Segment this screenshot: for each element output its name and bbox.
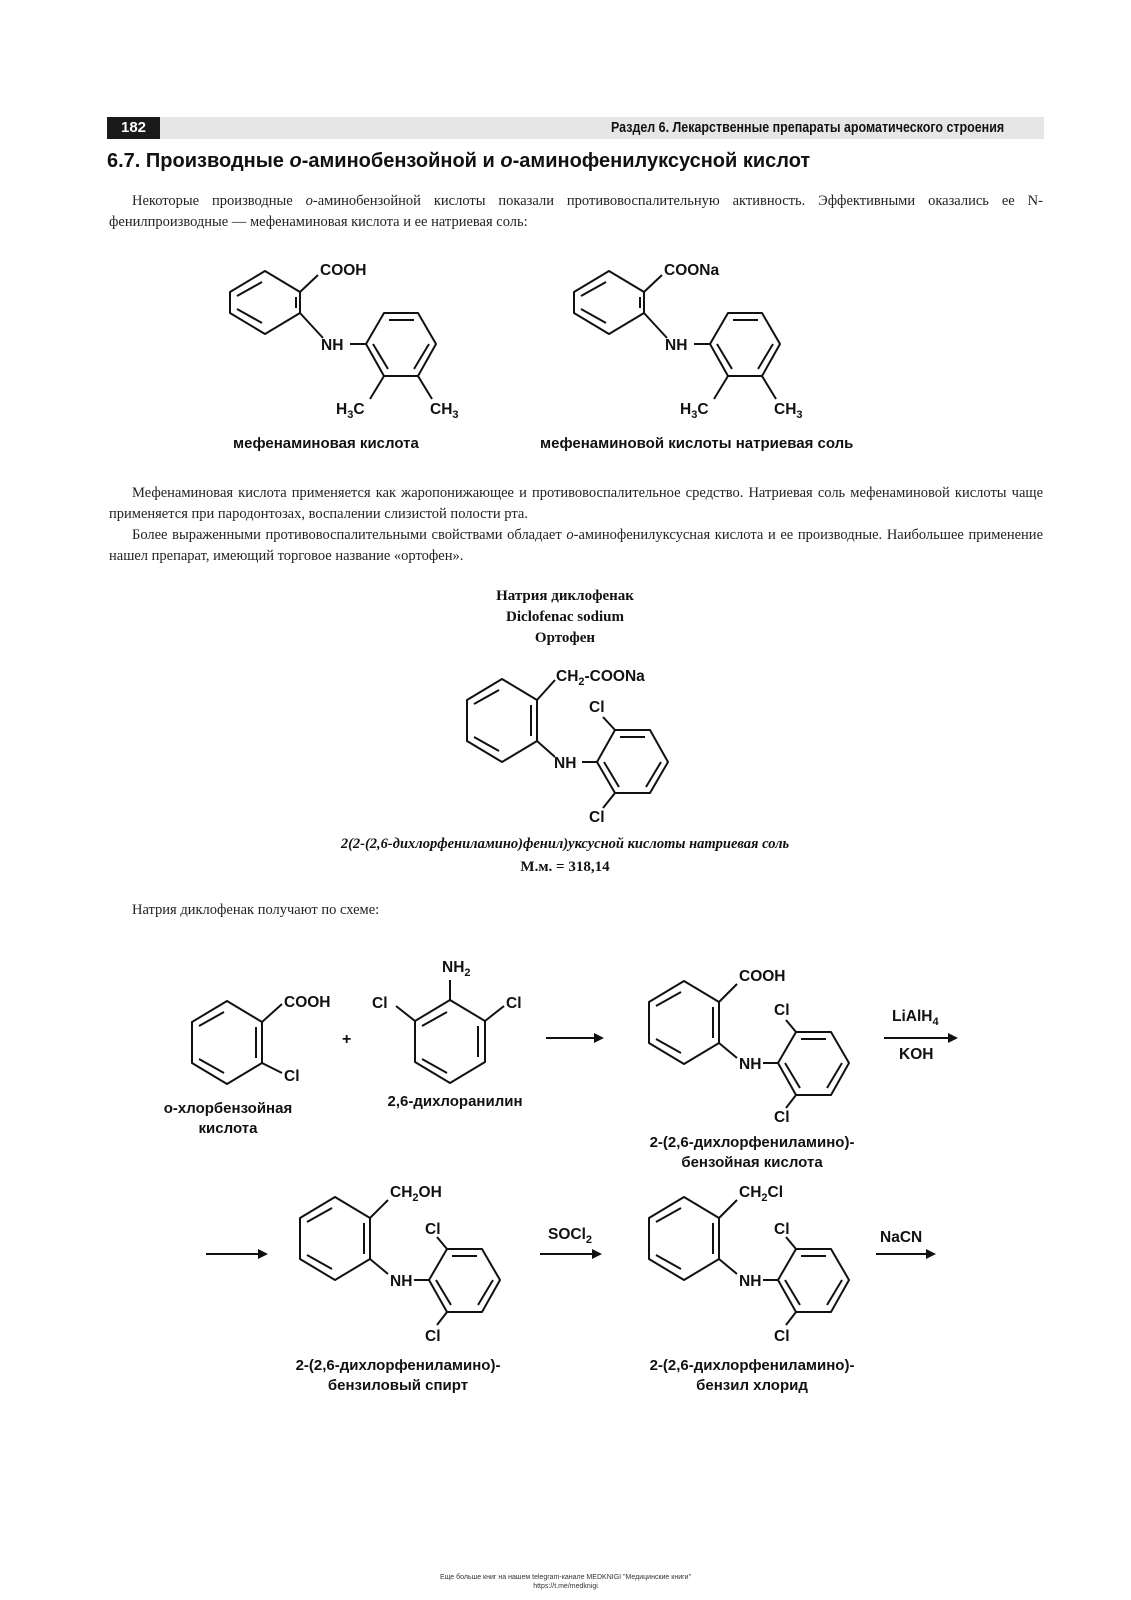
nh-label: NH	[390, 1273, 412, 1290]
amine-label: NH2	[442, 959, 471, 979]
side-chain-label: CH2-COONa	[556, 668, 645, 688]
nh-label: NH	[321, 337, 343, 354]
benzene-ring	[229, 270, 301, 335]
drug-name-en: Diclofenac sodium	[506, 609, 624, 625]
paragraph-intro: Некоторые производные о-аминобензойной к…	[109, 193, 1043, 230]
substituent-label: COOH	[739, 968, 786, 985]
substituent-label: COONa	[664, 262, 720, 279]
reagent-label: NaCN	[880, 1229, 922, 1246]
reagent-label: KOH	[899, 1046, 933, 1063]
reagent-label: SOCl2	[548, 1226, 592, 1246]
running-header-title: Раздел 6. Лекарственные препараты аромат…	[610, 120, 1004, 136]
methyl-label: CH3	[774, 401, 803, 421]
benzene-ring	[596, 729, 669, 794]
compound-caption: мефенаминовая кислота	[233, 435, 419, 452]
benzene-ring	[414, 999, 486, 1084]
chloro-label: Cl	[774, 1002, 790, 1019]
compound-caption: 2-(2,6-дихлорфениламино)-бензиловый спир…	[295, 1357, 501, 1394]
nh-label: NH	[739, 1273, 761, 1290]
benzene-ring	[648, 980, 720, 1065]
methyl-label: H3C	[680, 401, 709, 421]
benzene-ring	[299, 1196, 371, 1281]
chloro-label: Cl	[425, 1328, 441, 1345]
molar-mass: М.м. = 318,14	[520, 859, 610, 875]
heading-italic-o: о	[500, 150, 513, 172]
arrowheads	[258, 1033, 958, 1259]
chloro-label: Cl	[372, 995, 388, 1012]
chloro-label: Cl	[774, 1221, 790, 1238]
page-number: 182	[107, 117, 160, 139]
side-chain-label: CH2Cl	[739, 1184, 783, 1204]
heading-part: -аминобензойной и	[301, 150, 501, 172]
drug-name-ru: Натрия диклофенак	[496, 588, 634, 604]
methyl-label: H3C	[336, 401, 365, 421]
section-heading: 6.7. Производные о-аминобензойной и о-ам…	[107, 150, 810, 173]
nh-label: NH	[739, 1056, 761, 1073]
chloro-label: Cl	[774, 1109, 790, 1126]
compound-caption: мефенаминовой кислоты натриевая соль	[540, 435, 854, 452]
heading-italic-o: о	[289, 150, 302, 172]
compound-caption: 2-(2,6-дихлорфениламино)-бензил хлорид	[649, 1357, 855, 1394]
footer-link[interactable]: https://t.me/medknigi	[533, 1583, 598, 1590]
nh-label: NH	[554, 755, 576, 772]
benzene-ring	[709, 312, 781, 377]
compound-caption: 2-(2,6-дихлорфениламино)-бензойная кисло…	[649, 1134, 855, 1171]
substituent-label: COOH	[284, 994, 331, 1011]
chloro-label: Cl	[425, 1221, 441, 1238]
compound-caption: 2,6-дихлоранилин	[387, 1093, 523, 1110]
paragraph-diclofenac: Более выраженными противовоспалительными…	[109, 527, 1043, 564]
chloro-label: Cl	[506, 995, 522, 1012]
running-header: Раздел 6. Лекарственные препараты аромат…	[160, 117, 1044, 139]
benzene-ring	[428, 1248, 501, 1313]
chloro-label: Cl	[589, 699, 605, 716]
footer-note: Еще больше книг на нашем telegram-канале…	[439, 1574, 692, 1581]
iupac-name: 2(2-(2,6-дихлорфениламино)фенил)уксусной…	[340, 836, 790, 852]
chloro-label: Cl	[774, 1328, 790, 1345]
drug-name-trade: Ортофен	[534, 630, 596, 646]
nh-label: NH	[665, 337, 687, 354]
reagent-label: LiAlH4	[892, 1008, 939, 1028]
benzene-ring	[777, 1031, 850, 1096]
chloro-label: Cl	[589, 809, 605, 826]
scheme-intro: Натрия диклофенак получают по схеме:	[132, 902, 380, 918]
chloro-label: Cl	[284, 1068, 300, 1085]
benzene-ring	[777, 1248, 850, 1313]
heading-part: 6.7. Производные	[107, 150, 290, 172]
paragraph-mefenamic: Мефенаминовая кислота применяется как жа…	[109, 485, 1043, 522]
heading-part: -аминофенилуксусной кислот	[512, 150, 811, 172]
methyl-label: CH3	[430, 401, 459, 421]
side-chain-label: CH2OH	[390, 1184, 442, 1204]
plus-sign: +	[342, 1031, 351, 1048]
benzene-ring	[191, 1000, 263, 1085]
benzene-ring	[466, 678, 538, 763]
substituent-label: COOH	[320, 262, 367, 279]
benzene-ring	[648, 1196, 720, 1281]
benzene-ring	[573, 270, 645, 335]
benzene-ring	[365, 312, 437, 377]
